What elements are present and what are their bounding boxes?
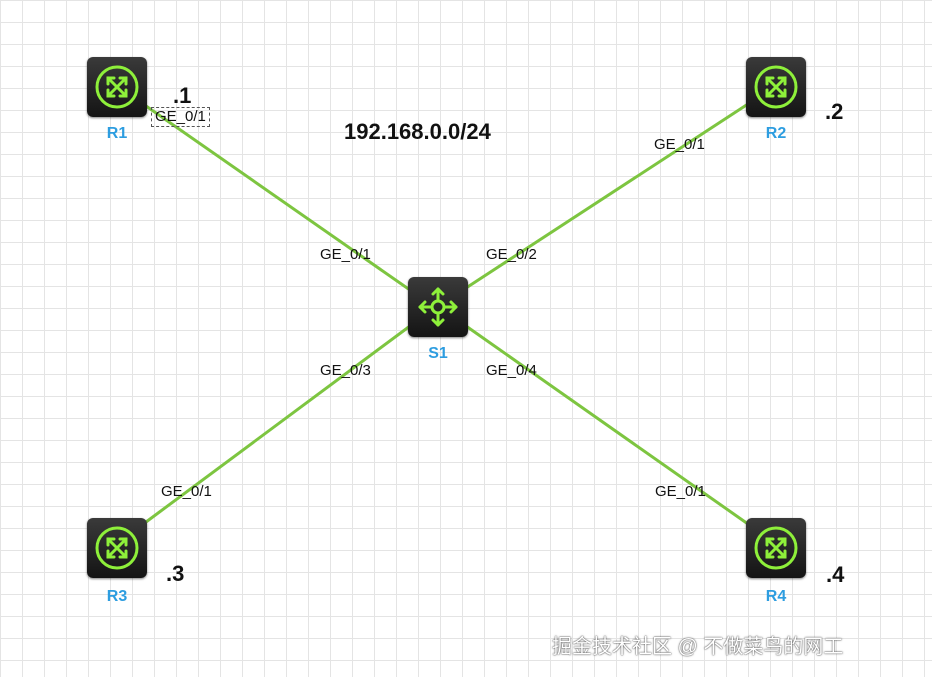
address-r4: .4 xyxy=(826,562,845,587)
port-label-s1-ge03[interactable]: GE_0/3 xyxy=(320,362,371,379)
port-label-r2[interactable]: GE_0/1 xyxy=(654,136,705,153)
device-label-r1: R1 xyxy=(106,125,128,142)
router-icon xyxy=(754,526,798,570)
device-label-s1: S1 xyxy=(428,345,448,362)
address-r1: .1 xyxy=(173,83,192,108)
address-r3: .3 xyxy=(166,561,185,586)
switch-icon xyxy=(418,287,458,327)
link-r2-s1[interactable] xyxy=(465,102,749,290)
port-label-r3[interactable]: GE_0/1 xyxy=(161,483,212,500)
port-label-r4[interactable]: GE_0/1 xyxy=(655,483,706,500)
router-r1[interactable] xyxy=(87,57,147,117)
port-label-s1-ge02[interactable]: GE_0/2 xyxy=(486,246,537,263)
router-icon xyxy=(95,526,139,570)
switch-s1[interactable] xyxy=(408,277,468,337)
address-r2: .2 xyxy=(825,99,844,124)
link-r4-s1[interactable] xyxy=(465,324,749,526)
port-label-s1-ge01[interactable]: GE_0/1 xyxy=(320,246,371,263)
subnet-label: 192.168.0.0/24 xyxy=(344,119,491,144)
device-label-r4: R4 xyxy=(765,588,787,605)
router-icon xyxy=(754,65,798,109)
link-r3-s1[interactable] xyxy=(145,324,411,524)
router-r3[interactable] xyxy=(87,518,147,578)
watermark: 掘金技术社区 @ 不做菜鸟的网工 xyxy=(552,636,844,658)
port-label-r1[interactable]: GE_0/1 xyxy=(151,107,210,127)
device-label-r2: R2 xyxy=(765,125,787,142)
router-r4[interactable] xyxy=(746,518,806,578)
port-label-s1-ge04[interactable]: GE_0/4 xyxy=(486,362,537,379)
device-label-r3: R3 xyxy=(106,588,128,605)
link-r1-s1[interactable] xyxy=(145,104,411,292)
router-r2[interactable] xyxy=(746,57,806,117)
router-icon xyxy=(95,65,139,109)
